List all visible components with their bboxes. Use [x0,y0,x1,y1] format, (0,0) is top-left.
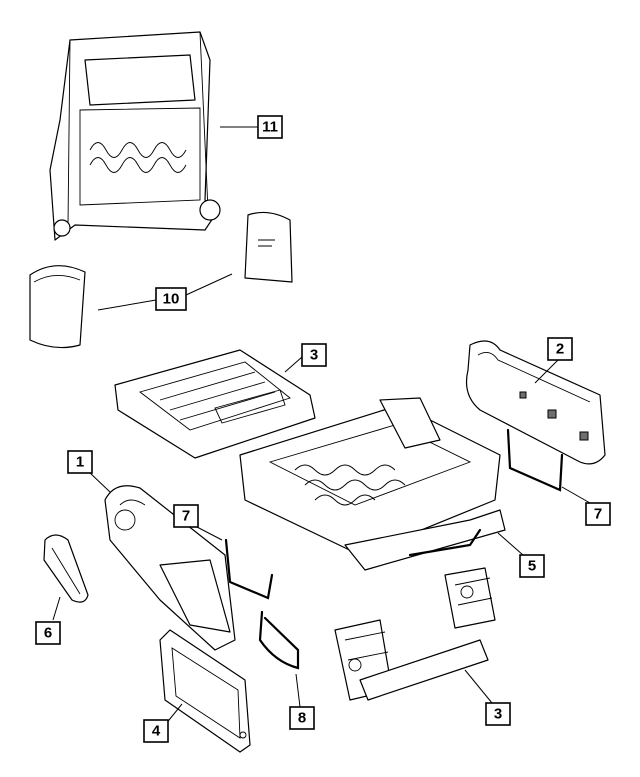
callout-1-label: 1 [76,454,84,471]
side-shield-left [104,485,236,651]
seat-back-cover-left [29,265,86,349]
callout-3-lower-label: 3 [494,706,502,723]
pocket-panel [159,629,251,753]
callout-7-left-label: 7 [182,508,190,525]
callout-10-label: 10 [163,291,180,308]
trim-cover [43,534,89,603]
leader-6 [52,596,61,621]
seat-track [334,567,496,701]
callout-3-upper-label: 3 [310,347,318,364]
callout-5: 5 [519,554,545,578]
leader-3a [284,356,303,373]
callout-6-label: 6 [44,625,52,642]
leader-1 [88,471,111,493]
wire-harness-right [506,428,564,492]
seat-back-frame [49,31,221,241]
callout-10: 10 [155,287,187,311]
callout-5-label: 5 [528,558,536,575]
callout-4-label: 4 [152,723,161,740]
leader-lines [52,126,591,726]
seat-cushion-frame [239,397,506,571]
leader-2 [534,359,559,384]
leader-3b [464,669,493,704]
callout-11: 11 [257,115,283,139]
callout-7-left: 7 [173,504,199,528]
callout-1: 1 [67,450,93,474]
seat-pan [114,349,316,459]
callout-3-upper: 3 [301,343,327,367]
wire-harness-left [224,538,274,600]
callout-7-right: 7 [585,502,611,526]
leader-5 [497,532,524,556]
side-shield-right [465,340,606,465]
leader-7b [561,486,591,504]
wire-loop [258,610,300,670]
callout-8: 8 [289,706,315,730]
leader-10a [97,299,157,311]
callout-2-label: 2 [556,341,564,358]
callout-2: 2 [547,337,573,361]
leader-8 [295,673,301,708]
leader-7a [196,526,223,541]
callout-4: 4 [143,719,169,743]
callout-6: 6 [35,621,61,645]
callout-3-lower: 3 [485,702,511,726]
leader-10b [185,273,233,296]
seat-back-cover-right [244,211,293,283]
callout-8-label: 8 [298,710,306,727]
callout-7-right-label: 7 [594,506,602,523]
callout-11-label: 11 [262,119,278,136]
